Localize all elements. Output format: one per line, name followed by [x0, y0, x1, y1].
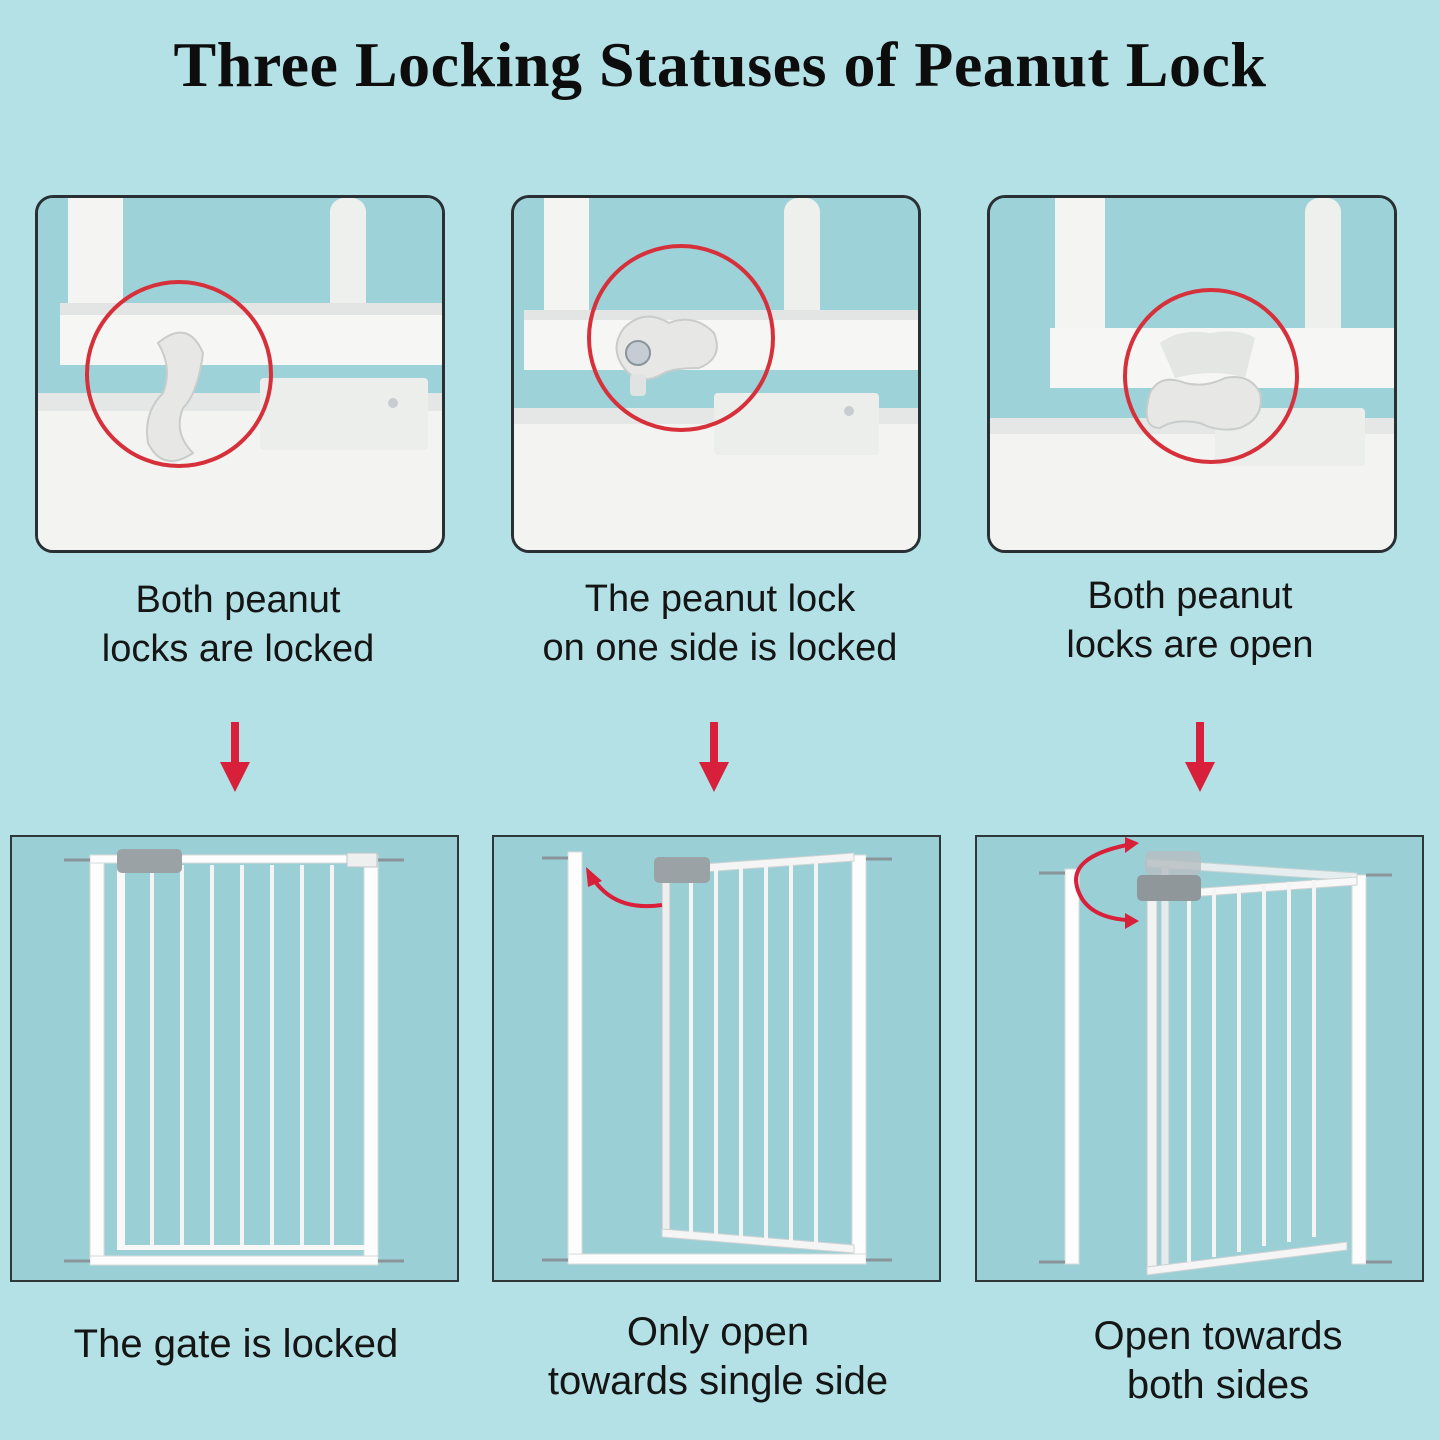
gate-closed-image [12, 837, 457, 1280]
result-caption-1: The gate is locked [6, 1320, 466, 1369]
gate-open-one-side-image [494, 837, 939, 1280]
gate-open-both-sides-image [977, 837, 1422, 1280]
caption-line: Both peanut [1087, 575, 1293, 617]
peanut-lock-closeup-image [990, 198, 1394, 550]
caption-line: locks are open [1066, 624, 1314, 666]
caption-line: locks are locked [101, 628, 375, 670]
gate-illustration-both-sides [975, 835, 1424, 1282]
result-line: Only open [626, 1310, 810, 1354]
result-line: Open towards [1093, 1314, 1343, 1358]
result-line: The gate is locked [73, 1322, 399, 1366]
gate-illustration-locked [10, 835, 459, 1282]
peanut-lock-closeup-image [38, 198, 442, 550]
gate-illustration-single-side [492, 835, 941, 1282]
down-arrow-icon [220, 722, 250, 792]
down-arrow-icon [1185, 722, 1215, 792]
caption-line: Both peanut [135, 579, 341, 621]
caption-status-2: The peanut lock on one side is locked [500, 575, 940, 673]
closeup-photo-locked-one [511, 195, 921, 553]
closeup-photo-locked-both [35, 195, 445, 553]
peanut-lock-closeup-image [514, 198, 918, 550]
result-line: both sides [1126, 1363, 1310, 1407]
result-caption-3: Open towards both sides [988, 1312, 1440, 1410]
caption-status-3: Both peanut locks are open [970, 572, 1410, 670]
down-arrow-icon [699, 722, 729, 792]
caption-status-1: Both peanut locks are locked [18, 576, 458, 674]
result-caption-2: Only open towards single side [488, 1308, 948, 1406]
page-title: Three Locking Statuses of Peanut Lock [173, 29, 1267, 100]
caption-line: The peanut lock [584, 578, 856, 620]
closeup-photo-open-both [987, 195, 1397, 553]
result-line: towards single side [547, 1359, 889, 1403]
caption-line: on one side is locked [542, 627, 898, 669]
